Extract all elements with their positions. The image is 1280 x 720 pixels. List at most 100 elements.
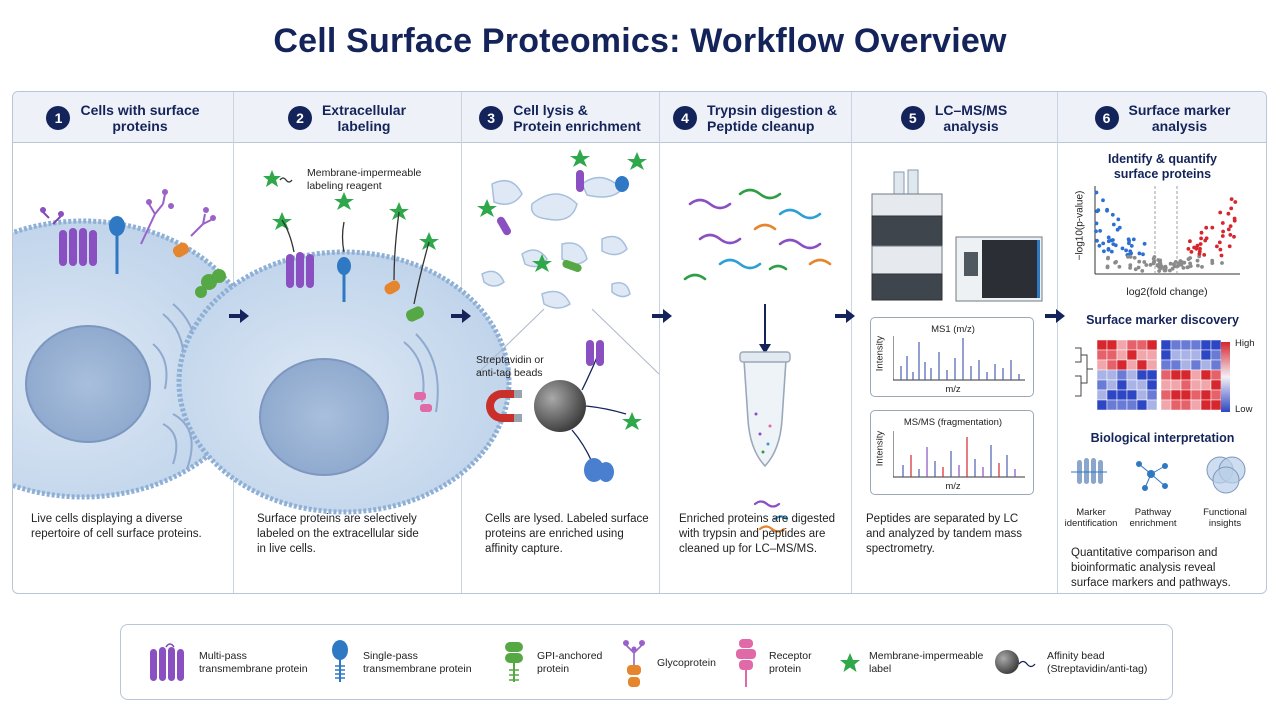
heatmap-cell [1170, 389, 1182, 401]
column-divider [851, 92, 852, 593]
heatmap-cell [1170, 379, 1182, 391]
volcano-point [1176, 261, 1181, 266]
volcano-plot-icon [1094, 186, 1240, 275]
heatmap-cell [1126, 379, 1138, 391]
volcano-point [1111, 222, 1116, 227]
volcano-point [1120, 246, 1125, 251]
marker-identification-icon [1071, 458, 1107, 484]
heatmap-cell [1160, 359, 1172, 371]
heatmap-cell [1190, 359, 1202, 371]
volcano-point [1218, 210, 1223, 215]
heatmap-cell [1096, 339, 1108, 351]
step-header-3: 3 Cell lysis &Protein enrichment [461, 92, 659, 143]
volcano-point [1129, 244, 1134, 248]
volcano-point [1229, 206, 1234, 211]
ms1-spectrum-icon [893, 336, 1025, 381]
msms-spectrum-panel: MS/MS (fragmentation) Intensity m/z [870, 410, 1034, 495]
heatmap-cell [1116, 359, 1128, 371]
heatmap-cell [1210, 379, 1222, 391]
heatmap-cell [1106, 399, 1118, 411]
volcano-point [1198, 246, 1202, 251]
glycoprotein-icon [623, 640, 645, 687]
heatmap-cell [1180, 359, 1192, 371]
volcano-point [1188, 239, 1192, 244]
volcano-point [1233, 200, 1238, 204]
volcano-point [1128, 255, 1133, 259]
heatmap-cell [1190, 349, 1202, 361]
arrow-right-icon [835, 309, 855, 323]
heatmap-cell [1160, 399, 1172, 411]
heatmap-cell [1126, 359, 1138, 371]
multipass-protein-icon [40, 207, 97, 266]
ms1-title: MS1 (m/z) [931, 324, 975, 335]
volcano-point [1097, 243, 1102, 248]
volcano-point [1203, 238, 1208, 243]
volcano-point [1106, 239, 1111, 244]
volcano-point [1106, 247, 1111, 251]
step-number: 3 [479, 105, 504, 130]
heatmap-cell [1126, 389, 1138, 401]
volcano-point [1094, 190, 1099, 195]
step-number: 6 [1094, 105, 1119, 130]
heatmap-cell [1106, 379, 1118, 391]
functional-venn-icon [1206, 456, 1246, 494]
volcano-point [1101, 241, 1106, 246]
heatmap-cell [1200, 359, 1212, 371]
msms-xlabel: m/z [945, 481, 961, 492]
volcano-point [1124, 248, 1128, 253]
volcano-point [1133, 267, 1138, 272]
labeled-cell-illustration [176, 192, 512, 515]
legend-label: Affinity bead(Streptavidin/anti-tag) [1047, 650, 1148, 675]
arrow-right-icon [451, 309, 471, 323]
volcano-point [1142, 241, 1147, 246]
heatmap-cell [1106, 369, 1118, 381]
volcano-point [1229, 197, 1234, 201]
heatmap-colorbar [1221, 342, 1230, 412]
volcano-point [1182, 260, 1187, 265]
heatmap-cell [1210, 349, 1222, 361]
volcano-point [1228, 224, 1233, 228]
step-number: 4 [673, 105, 698, 130]
volcano-point [1101, 198, 1105, 203]
volcano-point [1117, 264, 1122, 269]
gpi-anchored-icon [195, 269, 226, 298]
step-label: Trypsin digestion &Peptide cleanup [707, 101, 837, 134]
volcano-point [1137, 251, 1142, 256]
volcano-point [1181, 266, 1186, 270]
heatmap-cell [1200, 349, 1212, 361]
glycoprotein-icon [140, 189, 174, 245]
heatmap-cell [1136, 369, 1148, 381]
receptor-protein-icon [414, 392, 432, 412]
heatmap-cell [1160, 339, 1172, 351]
heatmap-cell [1200, 399, 1212, 411]
volcano-point [1163, 266, 1168, 271]
volcano-point [1156, 258, 1161, 262]
volcano-point [1102, 249, 1106, 254]
volcano-point [1199, 230, 1204, 235]
affinity-bead-icon [995, 650, 1036, 674]
heatmap-cell [1136, 389, 1148, 401]
heatmap-cell [1210, 399, 1222, 411]
volcano-point [1195, 258, 1200, 263]
volcano-point [1217, 240, 1222, 245]
orange-glycoprotein-icon [384, 280, 401, 295]
volcano-point [1232, 234, 1236, 239]
heatmap-cell [1190, 379, 1202, 391]
heatmap-cell [1096, 399, 1108, 411]
volcano-point [1198, 242, 1203, 246]
heatmap-cell [1170, 399, 1182, 411]
heatmap-cell [1160, 349, 1172, 361]
